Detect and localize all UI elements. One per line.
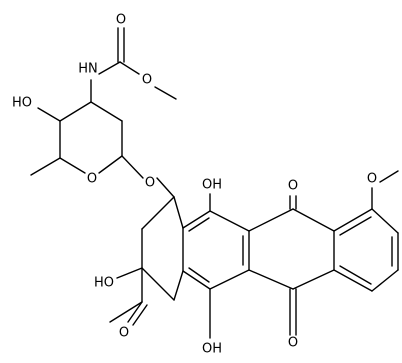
bond-c9-oh <box>116 267 143 279</box>
atom-label-oh-bottom-ring: OH <box>202 342 222 357</box>
bond-carbonyl-n <box>98 61 121 75</box>
bond-d-6 <box>333 269 373 292</box>
bond-d-3 <box>371 208 399 234</box>
atom-label-o-carbonyl-top: O <box>116 13 126 28</box>
bond-c-1 <box>248 208 294 232</box>
atom-label-oh-side: HO <box>94 276 114 291</box>
bond-d-double-3 <box>339 265 372 285</box>
bond-d-double-1 <box>339 216 372 236</box>
bond-c-3 <box>248 269 294 290</box>
bond-b-double-3 <box>188 267 210 283</box>
bond-oring-c5 <box>59 157 86 174</box>
bond-o-carbonyl-c <box>119 61 140 75</box>
bond-c5-methyl <box>30 157 61 176</box>
bond-c1-oglyc <box>121 155 144 179</box>
bond-b-5 <box>182 270 211 290</box>
atom-labels: O O HN HO O O OH O O HO O OH O <box>12 13 377 357</box>
bond-c-4 <box>292 269 335 290</box>
bond-c3-c2 <box>90 101 123 122</box>
atom-label-nh-carbamate: HN <box>78 62 98 77</box>
atom-label-o-acetyl: O <box>119 326 129 341</box>
bond-b-double-1 <box>188 217 210 232</box>
atom-label-o-ring-sugar: O <box>87 172 97 187</box>
atom-label-o-ester-top: O <box>142 73 152 88</box>
bond-methyl-o <box>154 86 177 100</box>
bond-b-1 <box>182 210 211 229</box>
bond-c9-c10 <box>141 267 175 301</box>
bond-methoxy-methyl <box>379 170 399 183</box>
bond-acetyl-methyl <box>109 301 143 323</box>
atom-label-oh-top-ring: OH <box>202 178 222 193</box>
bond-c1-oring <box>98 155 123 174</box>
atom-label-o-quinone-bottom: O <box>288 336 298 351</box>
bonds <box>30 27 399 339</box>
bond-b-2 <box>209 210 250 232</box>
bond-b-4 <box>209 269 250 290</box>
bond-d-2 <box>333 208 373 232</box>
atom-label-o-glycoside: O <box>145 176 155 191</box>
bond-c4-c3 <box>59 101 92 122</box>
bond-oglyc-c7 <box>156 177 175 198</box>
bond-c7-c8 <box>141 196 175 230</box>
bond-c7-c6a <box>173 196 184 229</box>
atom-label-oh-sugar: HO <box>12 96 32 111</box>
atom-label-o-quinone-top: O <box>288 179 298 194</box>
atom-label-o-methoxy: O <box>367 172 377 187</box>
bond-acetyl-o-1 <box>127 301 143 323</box>
bond-c10-c10a <box>173 270 184 301</box>
bond-acetyl-o-2 <box>132 304 148 326</box>
bond-c-2 <box>292 208 335 232</box>
bond-c4-oh <box>37 107 61 122</box>
bond-d-5 <box>371 269 399 292</box>
